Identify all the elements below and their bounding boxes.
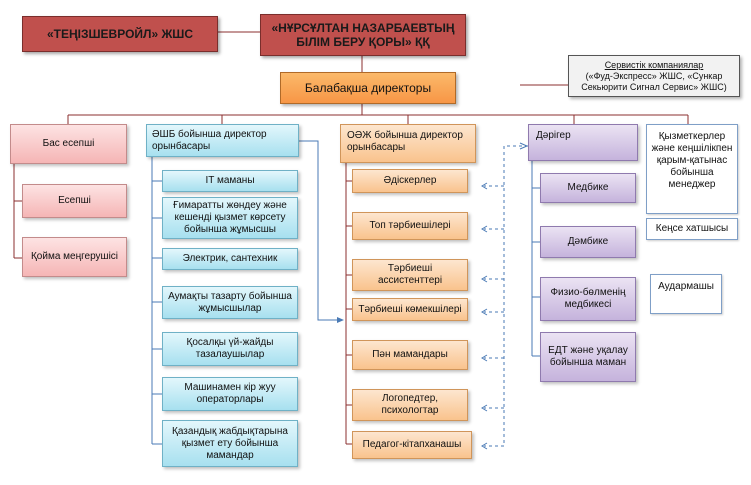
education-item-label: Логопедтер, психологтар [381,393,439,416]
subject-specialists-box: Пән мамандары [352,340,468,370]
massage-specialist-box: ЕДТ және уқалау бойынша маман [540,332,636,382]
accountant-label: Есепші [58,195,91,206]
service-title: Сервистік компаниялар [604,59,704,70]
speech-therapists-box: Логопедтер, психологтар [352,389,468,421]
admin-item-label: Ғимаратты жөндеу және кешенді қызмет көр… [173,200,287,235]
hr-manager-box: Қызметкерлер және кеңшілікпен қарым-қаты… [646,124,738,214]
dietitian-box: Дәмбике [540,226,636,258]
it-specialist-box: IT маманы [162,170,298,192]
fund-label-line1: «НҰРСҰЛТАН НАЗАРБАЕВТЫҢ [271,21,455,35]
group-teachers-box: Топ тәрбиешілері [352,212,468,240]
education-item-label: Тәрбиеші ассистенттері [377,263,443,286]
laundry-operators-box: Машинамен кір жуу операторлары [162,377,298,411]
tengizchevroil-box: «ТЕҢІЗШЕВРОЙЛ» ЖШС [22,16,218,52]
teacher-librarian-box: Педагог-кітапханашы [352,431,472,459]
education-item-label: Топ тәрбиешілері [369,220,451,231]
tengizchevroil-label: «ТЕҢІЗШЕВРОЙЛ» ЖШС [46,27,194,41]
chief-accountant-box: Бас есепші [10,124,127,164]
education-deputy-label: ОӘЖ бойынша директор орынбасары [347,130,463,153]
education-item-label: Әдіскерлер [383,175,437,186]
physio-nurse-box: Физио-бөлменің медбикесі [540,277,636,321]
doctor-label: Дәрігер [536,130,571,141]
admin-item-label: IT маманы [205,175,255,186]
chief-accountant-label: Бас есепші [42,138,95,149]
warehouse-manager-label: Қойма меңгерушісі [30,251,119,262]
staff-item-label: Қызметкерлер және кеңшілікпен қарым-қаты… [651,131,733,190]
translator-box: Аудармашы [650,274,722,314]
education-item-label: Тәрбиеші көмекшілері [358,303,462,315]
admin-item-label: Қазандық жабдықтарына қызмет ету бойынша… [172,425,288,461]
auxiliary-cleaners-box: Қосалқы үй-жайды тазалаушылар [162,332,298,366]
admin-item-label: Қосалқы үй-жайды тазалаушылар [186,337,274,360]
nurse-box: Медбике [540,173,636,203]
warehouse-manager-box: Қойма меңгерушісі [22,237,127,277]
director-label: Балабақша директоры [304,81,432,95]
territory-cleaning-box: Аумақты тазарту бойынша жұмысшылар [162,286,298,319]
boiler-specialists-box: Қазандық жабдықтарына қызмет ету бойынша… [162,420,298,467]
admin-item-label: Машинамен кір жуу операторлары [184,382,276,405]
admin-deputy-box: ӘШБ бойынша директор орынбасары [146,124,299,157]
education-deputy-box: ОӘЖ бойынша директор орынбасары [340,124,476,163]
admin-item-label: Электрик, сантехник [182,253,278,264]
fund-label-line2: БІЛІМ БЕРУ ҚОРЫ» ҚҚ [296,35,430,49]
teacher-assistants-box: Тәрбиеші ассистенттері [352,259,468,291]
electrician-plumber-box: Электрик, сантехник [162,248,298,270]
medical-item-label: Дәмбике [567,236,609,247]
education-item-label: Пән мамандары [372,349,448,360]
methodologists-box: Әдіскерлер [352,169,468,193]
nazarbayev-fund-box: «НҰРСҰЛТАН НАЗАРБАЕВТЫҢ БІЛІМ БЕРУ ҚОРЫ»… [260,14,466,56]
accountant-box: Есепші [22,184,127,218]
teacher-helpers-box: Тәрбиеші көмекшілері [352,298,468,321]
admin-deputy-label: ӘШБ бойынша директор орынбасары [152,129,267,152]
education-item-label: Педагог-кітапханашы [362,439,462,450]
medical-item-label: Медбике [567,182,609,193]
staff-item-label: Аудармашы [658,281,714,292]
building-repair-worker-box: Ғимаратты жөндеу және кешенді қызмет көр… [162,197,298,239]
kindergarten-director-box: Балабақша директоры [280,72,456,104]
medical-item-label: Физио-бөлменің медбикесі [550,287,626,310]
service-companies-box: Сервистік компаниялар («Фуд-Экспресс» ЖШ… [568,55,740,97]
office-secretary-box: Кеңсе хатшысы [646,218,738,240]
admin-item-label: Аумақты тазарту бойынша жұмысшылар [168,290,292,314]
service-line2: Секьюрити Сигнал Сервис» ЖШС) [581,81,727,92]
doctor-box: Дәрігер [528,124,638,161]
medical-item-label: ЕДТ және уқалау бойынша маман [548,345,628,368]
service-line1: («Фуд-Экспресс» ЖШС, «Сункар [585,70,723,81]
staff-item-label: Кеңсе хатшысы [655,223,729,234]
